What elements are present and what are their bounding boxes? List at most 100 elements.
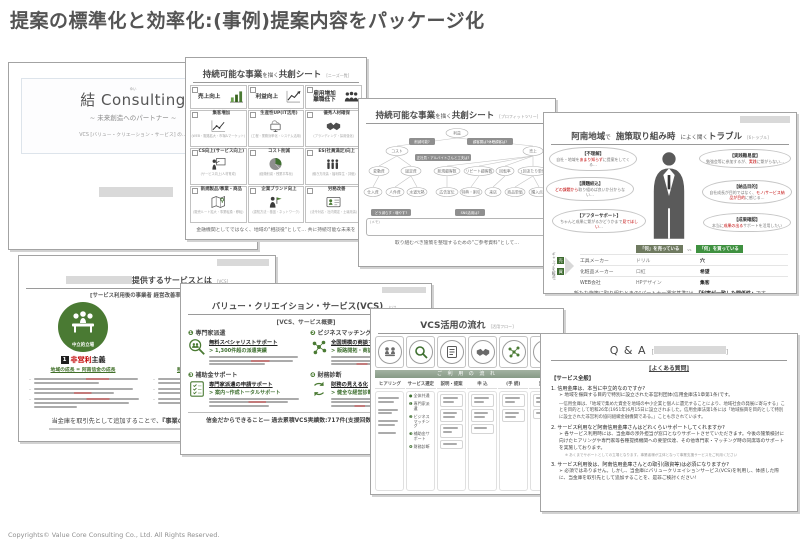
gap-column: ギャップを解消! 売 買: [552, 245, 580, 287]
tree-node: 利益: [453, 130, 461, 135]
tree-callout: どう減らす・増やす?: [375, 210, 407, 215]
needs-label: ES(社員満足)向上: [318, 149, 355, 154]
needs-checkbox[interactable]: [307, 150, 314, 156]
needs-cell-attract[interactable]: 集客増加 (WEB・販路拡大・市場&マーケット): [190, 110, 247, 147]
buy-cell: 集客: [700, 280, 710, 286]
flow-step-box: [471, 394, 494, 408]
tree-node: 人件費: [389, 189, 401, 194]
slide8-title: Q & A []: [551, 339, 787, 361]
needs-cell-cs[interactable]: CS向上(サービス向上) (サービス向上/人材育成): [190, 148, 247, 185]
qa-question-1: 1. 信用金庫は、本当に中立的なのですか?: [551, 386, 646, 392]
tree-node: 特典・割引: [462, 189, 481, 194]
redacted-header-bar: [740, 116, 790, 123]
proposal-tile: [437, 336, 466, 368]
flow-column-header: (手 続): [498, 380, 529, 389]
needs-cell-sales[interactable]: 売上向上: [190, 85, 247, 109]
hearing-tile: [375, 336, 404, 368]
needs-checkbox[interactable]: [192, 87, 198, 93]
slide3-title: 持続可能な事業を描く共創シート [プロフィットツリー]: [366, 103, 548, 124]
tree-node: 仕入費: [367, 189, 379, 194]
tree-node: 商品単価: [507, 189, 522, 194]
needs-checkbox[interactable]: [192, 188, 198, 194]
redacted-bank-name: [653, 346, 726, 354]
slide-usage-flow-thumbnail[interactable]: VCS活用の流れ [活用フロー] ¥ ご 利 用 の 流 れ ヒアリングサービス…: [370, 308, 564, 495]
trouble-body: 本当に成果の出るサポートを活用したい: [711, 223, 783, 228]
trouble-body: ちゃんと成果に繋がるかどうかまで見てほしい…: [560, 219, 638, 230]
redacted-header-bar: [382, 287, 426, 293]
qa-answer-1: ➢ 地域を振興する目的で特別に設立された非営利団体(信用金庫法1章第1条)です。: [559, 393, 733, 398]
needs-label: 雇用増加 離職低下: [313, 90, 336, 103]
slide-needs-sheet-thumbnail[interactable]: 持続可能な事業を描く共創シート [ニーズ一覧] 売上向上 利益向上 雇用増加 離…: [185, 57, 367, 240]
tree-node: 回転率: [499, 168, 511, 173]
slide3-footer: 取り組むべき施策を整理するための"ご参考資料"として…: [394, 241, 520, 246]
needs-cell-newbiz[interactable]: 新規製品/事業・商品 (販売ルート拡大・事業転換・移転): [190, 186, 247, 223]
needs-checkbox[interactable]: [192, 150, 198, 156]
brand-flag-icon: [249, 194, 304, 209]
needs-label: 新規製品/事業・商品: [200, 187, 242, 192]
text-smudge: ・: [28, 398, 142, 409]
needs-checkbox[interactable]: [307, 188, 314, 194]
needs-cell-es[interactable]: ES(社員満足)向上 (働き方改善・福利厚生・評価): [305, 148, 362, 185]
needs-cell-productivity[interactable]: 生産性UP(IT活用) (工程・業務効率化・システム活用): [247, 110, 305, 147]
flow-step-box: [471, 409, 494, 423]
needs-checkbox[interactable]: [192, 112, 198, 118]
needs-cell-employment[interactable]: 雇用増加 離職低下: [305, 85, 362, 109]
text-smudge: [49, 428, 245, 431]
buy-chip: 「何」を買っている: [695, 245, 743, 253]
slide6-footer: 信金だからできること― 過去累積VCS実績数:717件(支援回数:1,000回超…: [188, 411, 424, 424]
needs-checkbox[interactable]: [307, 87, 314, 93]
tree-node: 売上: [529, 148, 537, 153]
needs-caption: (販売ルート拡大・事業転換・移転): [193, 209, 244, 214]
needs-cell-cost[interactable]: コスト削減 (経費削減・残業平準化): [247, 148, 305, 185]
neutral-position-icon: 中立的立場: [58, 302, 108, 352]
trouble-title: 【実践難易度】: [729, 154, 761, 159]
needs-checkbox[interactable]: [249, 188, 256, 194]
slide4-title: 阿南地域で 施策取り組み時 によく聞くトラブル [6トラブル]: [551, 124, 789, 145]
cover-subline: VCS [バリュー・クリエーション・サービス] の…: [79, 133, 187, 138]
brand-furigana: ゆい: [129, 87, 137, 91]
slide-troubles-thumbnail[interactable]: 阿南地域で 施策取り組み時 によく聞くトラブル [6トラブル] 【不理解】 自社…: [543, 112, 797, 294]
it-cloud-icon: [249, 118, 304, 133]
tree-node: 新規顧客数: [438, 168, 457, 173]
flow-column-header: 申 込: [467, 380, 498, 389]
company-cell: 化粧品メーカー: [580, 269, 614, 275]
slide-qa-thumbnail[interactable]: Q & A [] [よくある質問] 【サービス全般】 1. 信用金庫は、本当に中…: [540, 333, 798, 512]
needs-label: 企業ブランド向上: [261, 187, 297, 192]
buy-cell: 穴: [700, 258, 705, 264]
tree-callout: 削減可能?: [414, 139, 430, 144]
sell-buy-table: 「何」を売っている vs 「何」を買っている 工具メーカー ドリル 穴: [580, 245, 788, 287]
apply-column: [468, 391, 497, 491]
memo-box[interactable]: (メモ): [366, 218, 548, 236]
needs-label: 集客増加: [212, 111, 231, 116]
hearing-column: [375, 391, 404, 491]
needs-checkbox[interactable]: [249, 112, 256, 118]
circle-label: 中立的立場: [72, 343, 94, 348]
needs-cell-labor[interactable]: 労務改善 (法令対応・社内規定・土壌改善): [305, 186, 362, 223]
qa-detail-1: ―信用金庫は、「地域で集めた資金を地域の中小企業と個人に還元することにより、地域…: [559, 401, 785, 420]
needs-checkbox[interactable]: [307, 112, 314, 118]
needs-cell-profit[interactable]: 利益向上: [247, 85, 305, 109]
needs-checkbox[interactable]: [249, 87, 256, 93]
needs-checkbox[interactable]: [249, 150, 256, 156]
trouble-title: 【納品目的】: [733, 185, 761, 190]
tree-node: 1回あたり単価: [520, 168, 545, 173]
redacted-header-bar: [217, 259, 269, 266]
businessman-icon: [653, 152, 685, 239]
slide-profit-tree-thumbnail[interactable]: 持続可能な事業を描く共創シート [プロフィットツリー] 利益 コスト 売上 変動…: [358, 98, 556, 267]
proposal-column: [437, 391, 466, 491]
network-icon: [310, 338, 328, 367]
vs-label: vs: [687, 246, 692, 252]
needs-cell-brand[interactable]: 企業ブランド向上 (認知方法・基盤・ネットワーク): [247, 186, 305, 223]
pie-chart-icon: [249, 156, 304, 171]
needs-cell-talent[interactable]: 優秀人材確保 (ブランディング・採用強化): [305, 110, 362, 147]
flow-column-header: サービス選定: [405, 382, 436, 389]
needs-caption: (経費削減・残業平準化): [258, 171, 294, 176]
map-icon: [191, 194, 246, 209]
gap-table: ギャップを解消! 売 買 「何」を売っている vs 「何」を買っている: [552, 245, 788, 287]
trouble-title: 【課題絞込】: [576, 182, 604, 187]
